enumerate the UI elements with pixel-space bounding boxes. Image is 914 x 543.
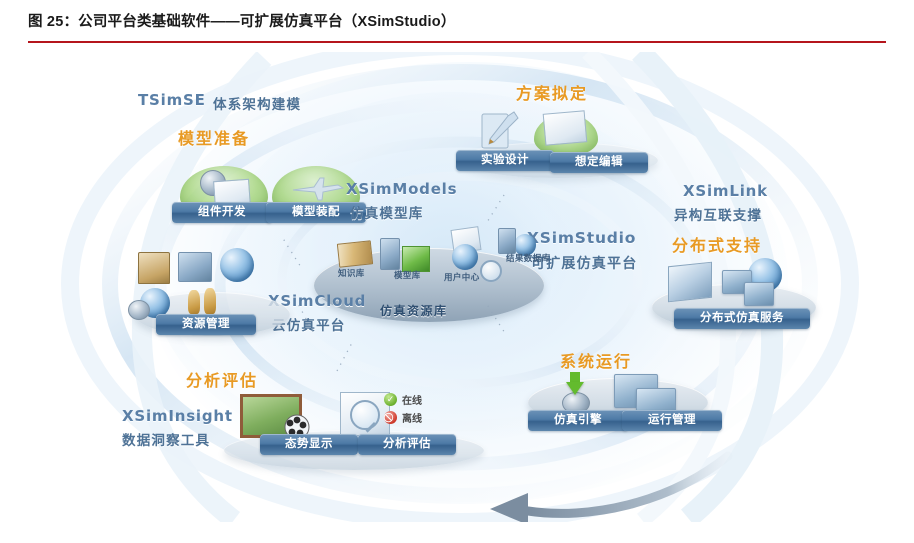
analysis-magnifier-icon [350,400,380,430]
online-status-glyph: ✓ [386,394,395,404]
settings-gear-icon [128,300,150,320]
scenario-canvas-icon [542,110,588,146]
offline-status-icon: ⃠ [384,411,397,424]
button-distributed-simulation-service[interactable]: 分布式仿真服务 [674,308,810,329]
brand-tsimse: TSimSE [138,91,206,109]
button-component-development[interactable]: 组件开发 [172,202,272,223]
title-underline-rule [28,41,886,43]
repo-item-knowledge: 知识库 [338,268,365,278]
user-figure-icon-1 [188,290,200,314]
user-globe-icon [452,244,478,270]
user-figure-icon-2 [204,288,216,314]
monitor-icon-2 [744,282,774,306]
button-simulation-engine[interactable]: 仿真引擎 [528,410,628,431]
stage-label-distributed-support: 分布式支持 [672,238,763,255]
brand-xsimlink: XSimLink [683,182,768,200]
button-experiment-design[interactable]: 实验设计 [456,150,554,171]
button-resource-management[interactable]: 资源管理 [156,314,256,335]
film-reel-icon [284,414,310,440]
status-label-online: 在线 [402,396,422,407]
diagram-canvas: TSimSE 体系架构建模 模型准备 组件开发 模型装配 方案拟定 [28,52,886,522]
brand-sub-xsimlink: 异构互联支撑 [674,208,763,223]
stage-label-scheme-drafting: 方案拟定 [516,86,589,103]
aircraft-icon [290,174,346,202]
figure-title: 图 25：公司平台类基础软件——可扩展仿真平台（XSimStudio） [28,14,456,30]
stage-label-model-preparation: 模型准备 [178,131,251,148]
cloud-globe-icon [220,248,254,282]
deploy-arrow-icon [566,382,584,395]
brand-sub-xsimmodels: 仿真模型库 [350,206,424,221]
search-icon [480,260,502,282]
wireframe-cube-icon [668,261,712,303]
resource-node-icon [178,252,212,282]
brand-xsiminsight: XSimInsight [122,407,233,425]
brand-xsimcloud: XSimCloud [268,292,367,310]
archive-box-icon [138,252,170,284]
brand-xsimstudio: XSimStudio [527,229,637,247]
brand-sub-xsimstudio: 可扩展仿真平台 [531,255,638,271]
design-doc-icon [474,108,522,156]
button-run-management[interactable]: 运行管理 [622,410,722,431]
result-db-icon [498,228,516,254]
stage-label-analysis-evaluation: 分析评估 [186,373,259,390]
online-status-icon: ✓ [384,393,397,406]
repo-item-result-db: 结果数据库 [506,253,551,263]
repo-item-models: 模型库 [394,270,421,280]
brand-sub-xsiminsight: 数据洞察工具 [122,433,211,448]
model-stack-icon [380,238,400,270]
result-globe-icon [514,234,536,256]
button-situation-display[interactable]: 态势显示 [260,434,358,455]
offline-status-glyph: ⃠ [384,411,397,424]
model-cube-icon [402,246,430,272]
deploy-arrow-stem [570,372,580,385]
knowledge-book-icon [336,240,374,268]
repo-item-user-center: 用户中心 [444,272,480,282]
button-model-assembly[interactable]: 模型装配 [266,202,366,223]
brand-xsimmodels: XSimModels [346,180,458,198]
button-scenario-editing[interactable]: 想定编辑 [550,152,648,173]
brand-sub-xsimcloud: 云仿真平台 [272,318,346,333]
brand-sub-tsimse: 体系架构建模 [213,97,302,112]
status-label-offline: 离线 [402,414,422,425]
button-analysis-evaluation[interactable]: 分析评估 [358,434,456,455]
stage-label-system-operation: 系统运行 [560,354,633,371]
repository-title: 仿真资源库 [380,304,448,318]
